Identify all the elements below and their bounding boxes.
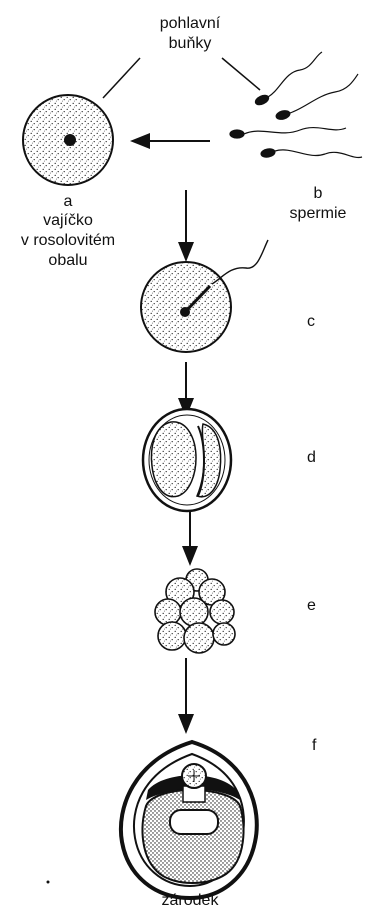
connector-line-sperm — [222, 58, 260, 90]
stage-d-two-cell — [143, 409, 231, 511]
connector-line-egg — [103, 58, 140, 98]
stage-e-morula — [155, 569, 235, 653]
sperm-label: spermie — [278, 204, 358, 224]
stray-dot — [47, 881, 50, 884]
egg-cell — [23, 95, 113, 185]
egg-label-line-3: obalu — [0, 251, 136, 271]
embryo-label: zárodek — [130, 891, 250, 911]
stage-f-letter: f — [312, 736, 316, 756]
egg-label-line-1: vajíčko — [0, 211, 136, 231]
stage-d-letter: d — [307, 448, 316, 468]
sperm-letter: b — [288, 184, 348, 204]
egg-label-line-2: v rosolovitém — [0, 231, 136, 251]
title-line-1: pohlavní — [140, 14, 240, 34]
sperm-cells — [230, 52, 362, 158]
stage-e-letter: e — [307, 596, 316, 616]
title-line-2: buňky — [140, 34, 240, 54]
stage-c-fertilized-egg — [141, 240, 268, 352]
egg-letter: a — [18, 192, 118, 212]
stage-f-embryo — [121, 742, 257, 898]
stage-c-letter: c — [307, 312, 315, 332]
